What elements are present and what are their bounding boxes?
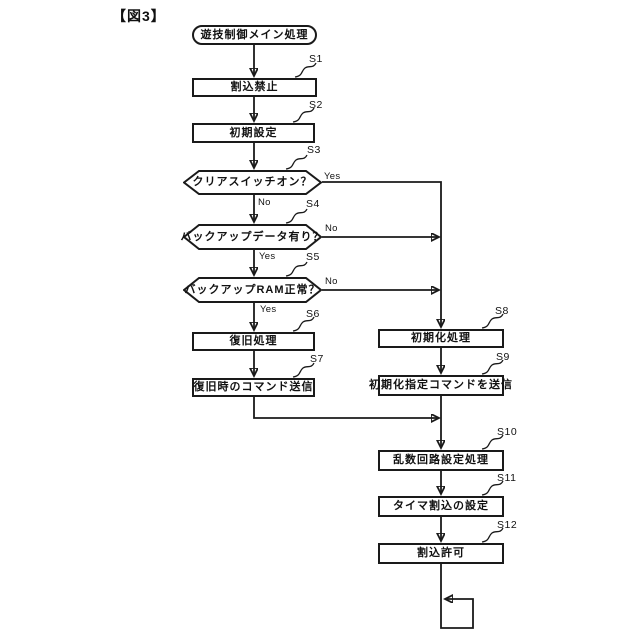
step-label-s3: S3 — [307, 144, 321, 156]
figure-title: 【図3】 — [112, 8, 166, 24]
step-label-s6: S6 — [306, 308, 320, 320]
step-label-s8: S8 — [495, 305, 509, 317]
flow-node-s1: 割込禁止 — [192, 78, 317, 97]
flow-node-s8: 初期化処理 — [378, 329, 504, 348]
node-label-s6: 復旧処理 — [229, 335, 278, 347]
node-label-s3: クリアスイッチオン？ — [192, 176, 313, 188]
flow-node-start: 遊技制御メイン処理 — [192, 25, 317, 45]
hexagon-shape-s4 — [183, 224, 322, 250]
node-label-s9: 初期化指定コマンドを送信 — [369, 379, 513, 391]
step-label-s11: S11 — [497, 472, 517, 484]
flow-node-s12: 割込許可 — [378, 543, 504, 564]
node-label-s5: バックアップRAM正常？ — [184, 283, 321, 296]
flow-node-s9: 初期化指定コマンドを送信 — [369, 375, 512, 396]
squiggle-s11 — [481, 480, 504, 496]
node-label-start: 遊技制御メイン処理 — [200, 28, 309, 41]
step-label-s2: S2 — [309, 99, 323, 111]
hexagon-shape-s5 — [183, 277, 322, 303]
node-label-s11: タイマ割込の設定 — [393, 500, 489, 512]
edge-s12-loop — [440, 564, 474, 629]
branch-label-s3-no: No — [258, 197, 271, 208]
squiggle-s3 — [285, 154, 308, 170]
squiggle-s1 — [294, 62, 317, 78]
step-label-s9: S9 — [496, 351, 510, 363]
flow-node-s5: バックアップRAM正常？ — [183, 277, 322, 303]
squiggle-s5 — [285, 261, 308, 277]
node-label-s8: 初期化処理 — [411, 332, 471, 344]
step-label-s7: S7 — [310, 353, 324, 365]
flow-node-s7: 復旧時のコマンド送信 — [192, 378, 315, 397]
node-label-s10: 乱数回路設定処理 — [393, 454, 489, 466]
hexagon-shape-s3 — [183, 170, 322, 195]
branch-label-s5-no: No — [325, 276, 338, 287]
node-label-s1: 割込禁止 — [230, 81, 279, 93]
node-label-s4: バックアップデータ有り？ — [180, 230, 325, 243]
flow-node-s4: バックアップデータ有り？ — [180, 224, 325, 250]
branch-label-s4-yes: Yes — [259, 251, 276, 262]
step-label-s4: S4 — [306, 198, 320, 210]
node-label-s12: 割込許可 — [417, 547, 465, 559]
squiggle-s12 — [481, 527, 504, 543]
squiggle-s7 — [292, 362, 315, 378]
flow-node-s11: タイマ割込の設定 — [378, 496, 504, 517]
squiggle-s8 — [481, 313, 504, 329]
flow-node-s6: 復旧処理 — [192, 332, 315, 351]
step-label-s5: S5 — [306, 251, 320, 263]
flow-node-s3: クリアスイッチオン？ — [183, 170, 322, 195]
flow-node-s10: 乱数回路設定処理 — [378, 450, 504, 471]
node-label-s2: 初期設定 — [229, 126, 278, 139]
squiggle-s9 — [481, 359, 504, 375]
branch-label-s3-yes: Yes — [324, 171, 341, 182]
flow-node-s2: 初期設定 — [192, 123, 315, 143]
node-label-s7: 復旧時のコマンド送信 — [193, 381, 314, 393]
branch-label-s5-yes: Yes — [260, 304, 277, 315]
squiggle-s2 — [292, 107, 315, 123]
edge-s3-yes-s8 — [322, 181, 441, 327]
step-label-s10: S10 — [497, 426, 518, 438]
step-label-s1: S1 — [309, 53, 323, 65]
squiggle-s4 — [285, 208, 308, 224]
squiggle-s10 — [481, 434, 504, 450]
step-label-s12: S12 — [497, 519, 518, 531]
squiggle-s6 — [292, 316, 315, 332]
branch-label-s4-no: No — [325, 223, 338, 234]
edge-s7-merge — [253, 397, 439, 418]
